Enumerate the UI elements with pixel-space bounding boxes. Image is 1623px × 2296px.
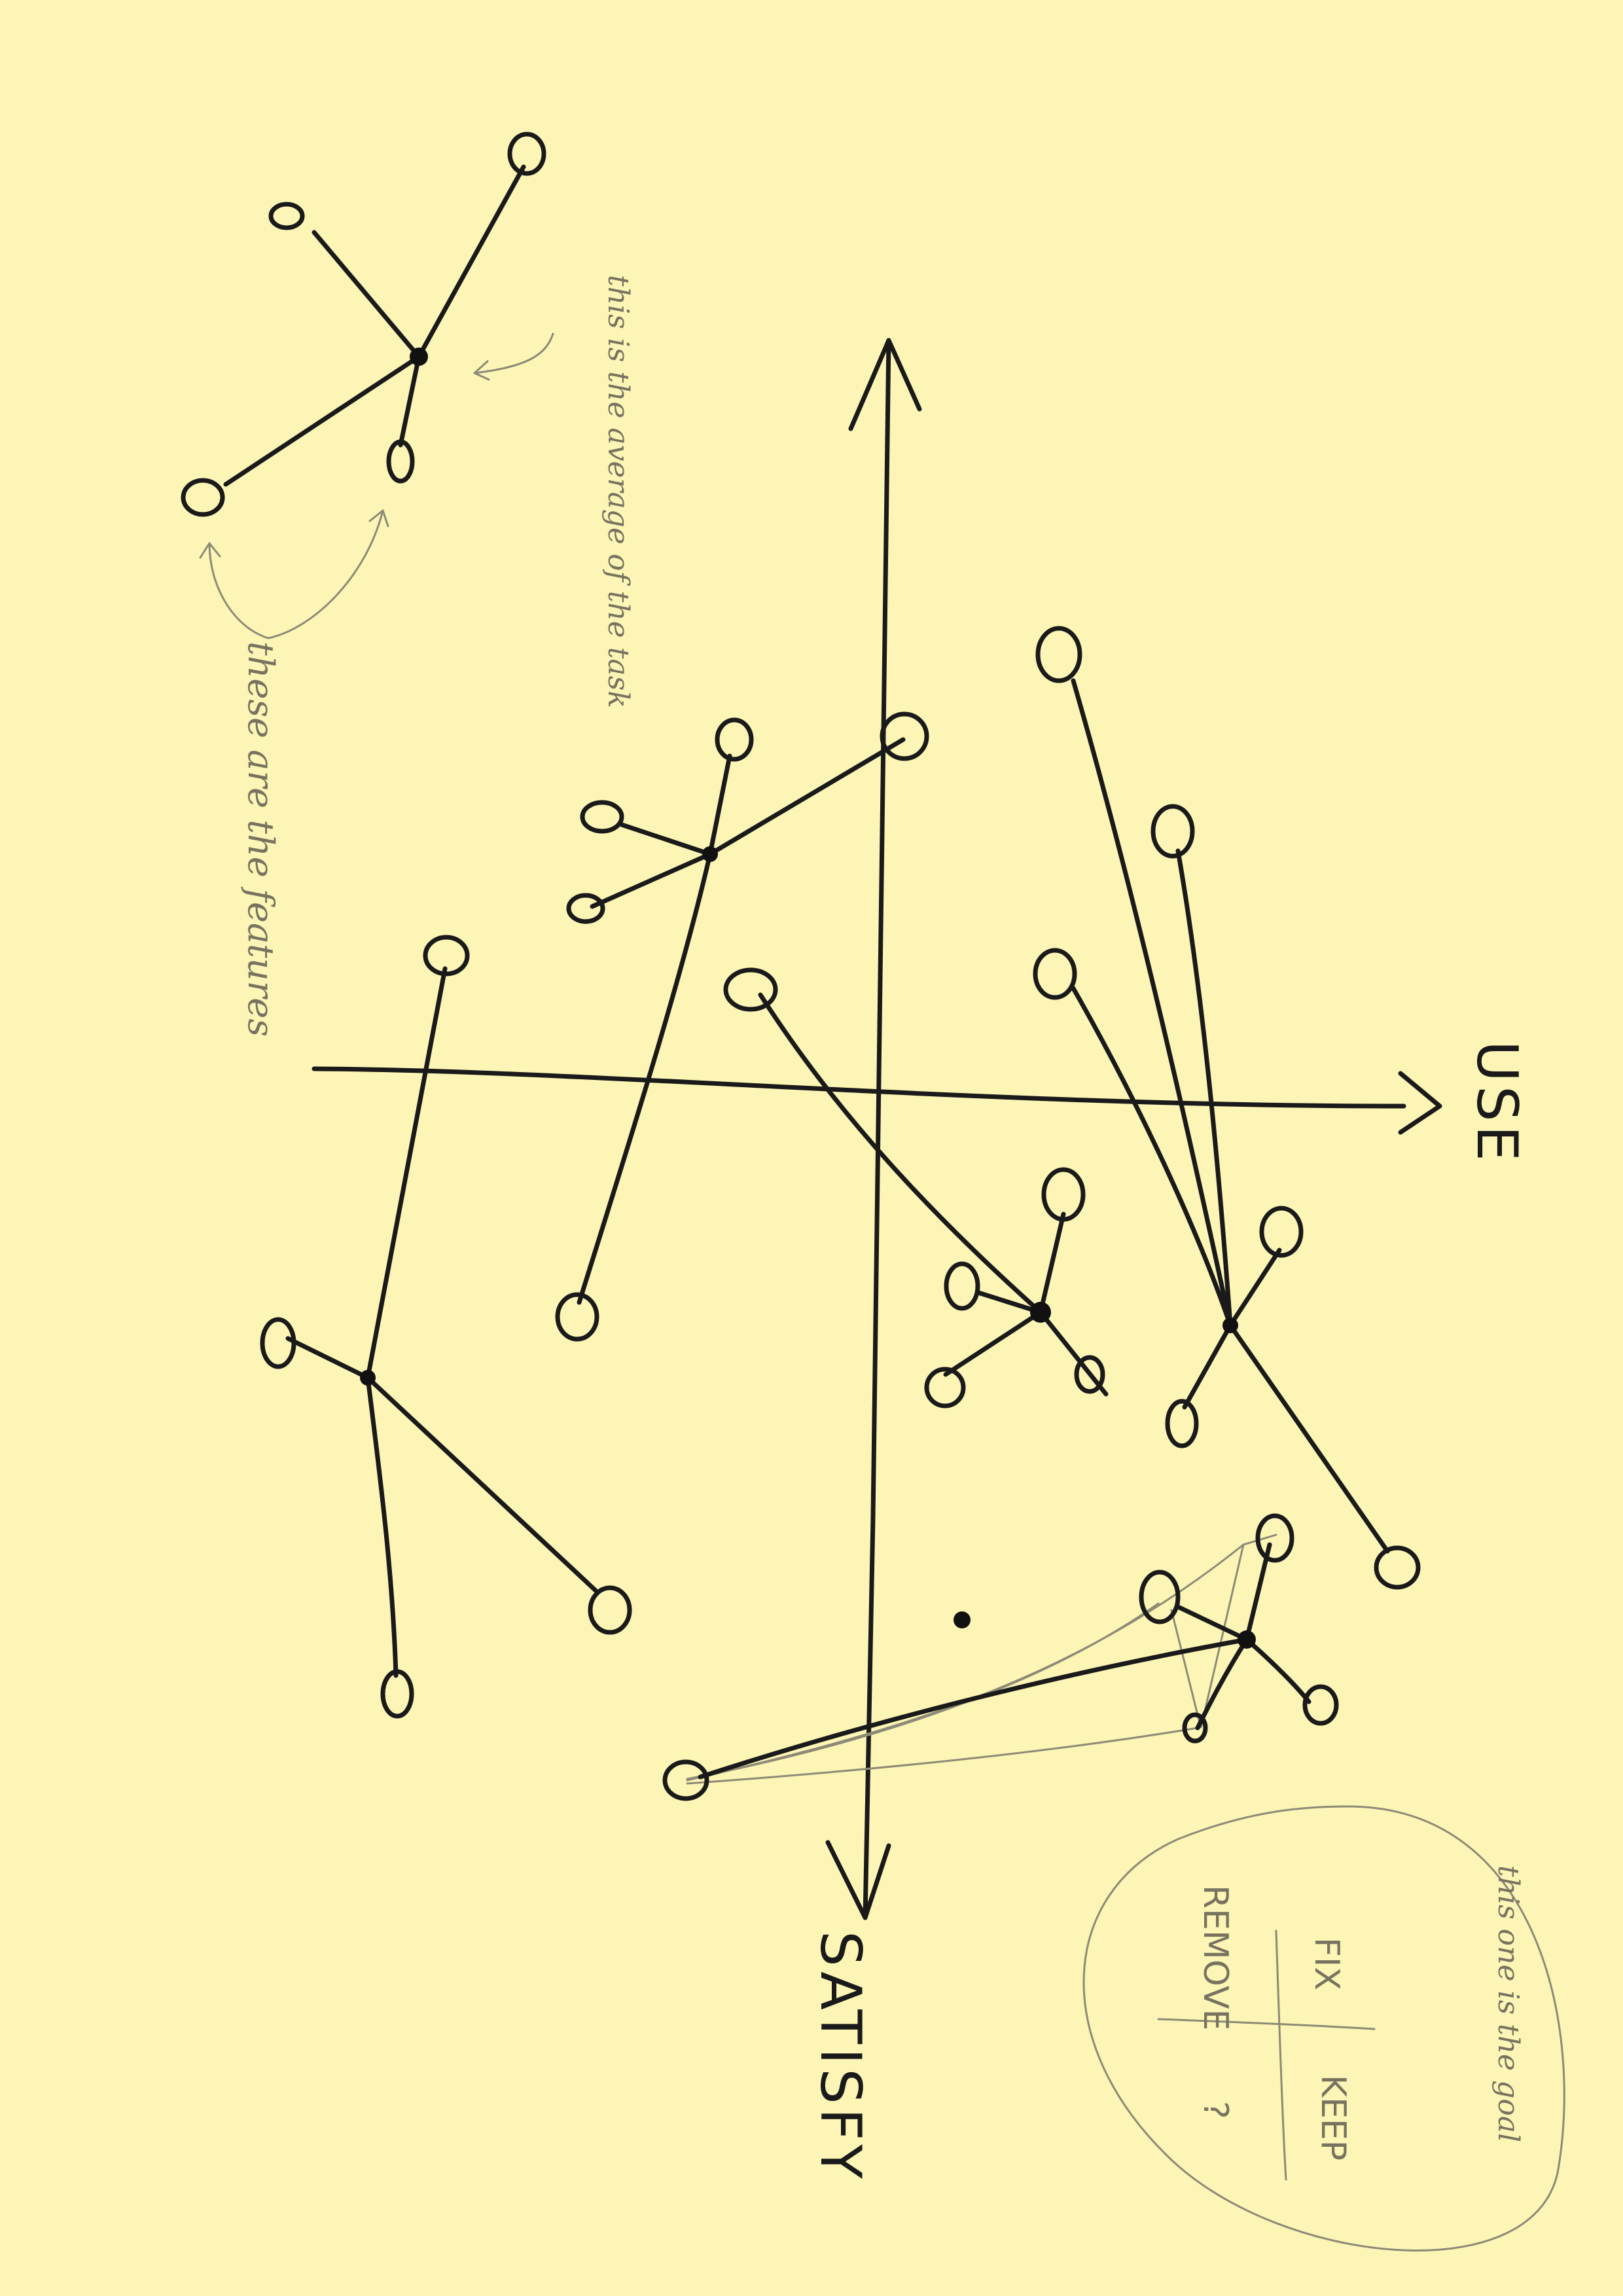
task-hub [702, 846, 718, 862]
quadrant-bubble: this one is the goal FIX KEEP REMOVE ? [1082, 1805, 1565, 2251]
feature-node [880, 711, 929, 761]
feature-node [1302, 1684, 1339, 1726]
feature-node [1374, 1545, 1421, 1590]
task-cluster [260, 935, 632, 1719]
task-cluster [662, 1513, 1339, 1801]
axes [312, 338, 1442, 1920]
quadrant-keep: KEEP [1313, 2075, 1353, 2161]
feature-node [423, 935, 470, 977]
feature-node [924, 1367, 966, 1408]
task-hub [1238, 1630, 1256, 1649]
legend-feature-node [181, 478, 225, 517]
feature-node [1139, 1570, 1181, 1624]
vertical-axis [863, 338, 891, 1920]
task-hub [1030, 1302, 1051, 1323]
quadrant-divider-horizontal [1157, 2018, 1376, 2030]
feature-node [588, 1585, 632, 1635]
feature-node [1150, 804, 1195, 859]
feature-node [566, 893, 605, 924]
quadrant-divider-vertical [1275, 1929, 1287, 2181]
task-cluster [723, 967, 1109, 1408]
feature-node [580, 800, 624, 834]
feature-node [1033, 948, 1077, 1000]
pencil-bubble-outline [1082, 1805, 1565, 2251]
feature-node [723, 967, 778, 1012]
legend-cluster [181, 132, 546, 517]
horizontal-axis-arrowhead [1398, 1071, 1442, 1135]
feature-node [1165, 1399, 1199, 1448]
feature-node [260, 1317, 296, 1369]
feature-node [715, 717, 754, 762]
arrow-to-feature [267, 509, 384, 639]
task-cluster [555, 711, 929, 1342]
satisfy-axis-label: SATISFY [808, 1931, 873, 2183]
features-note: these are the features [240, 641, 281, 1037]
arrow-to-feature [208, 542, 270, 639]
feature-node [1259, 1206, 1304, 1258]
feature-node [944, 1261, 980, 1311]
quadrant-fix: FIX [1307, 1937, 1346, 1990]
average-note: this is the average of the task [601, 275, 635, 708]
feature-node [1035, 626, 1082, 683]
feature-node [1255, 1513, 1294, 1563]
vertical-axis-arrowhead-top [848, 338, 922, 431]
use-axis-label: USE [1464, 1041, 1529, 1165]
legend-feature-node [386, 439, 415, 484]
legend-feature-node [268, 202, 305, 230]
feature-node [1074, 1355, 1105, 1394]
feature-node [555, 1292, 599, 1342]
stray-dot [954, 1611, 971, 1628]
feature-node [662, 1759, 709, 1801]
feature-node [380, 1669, 414, 1719]
legend-hub [410, 348, 428, 366]
task-cluster [1033, 626, 1421, 1590]
arrow-to-hub [473, 332, 554, 374]
quadrant-remove: REMOVE [1196, 1885, 1235, 2030]
feature-node [1182, 1712, 1208, 1744]
vertical-axis-arrowhead-bottom [825, 1840, 891, 1920]
legend-feature-node [507, 132, 546, 176]
task-hub [1222, 1318, 1238, 1333]
task-hub [360, 1370, 376, 1386]
horizontal-axis [312, 1066, 1406, 1109]
quadrant-unknown: ? [1196, 2101, 1235, 2119]
feature-node [1041, 1167, 1086, 1222]
quadrant-note: this one is the goal [1491, 1865, 1525, 2142]
